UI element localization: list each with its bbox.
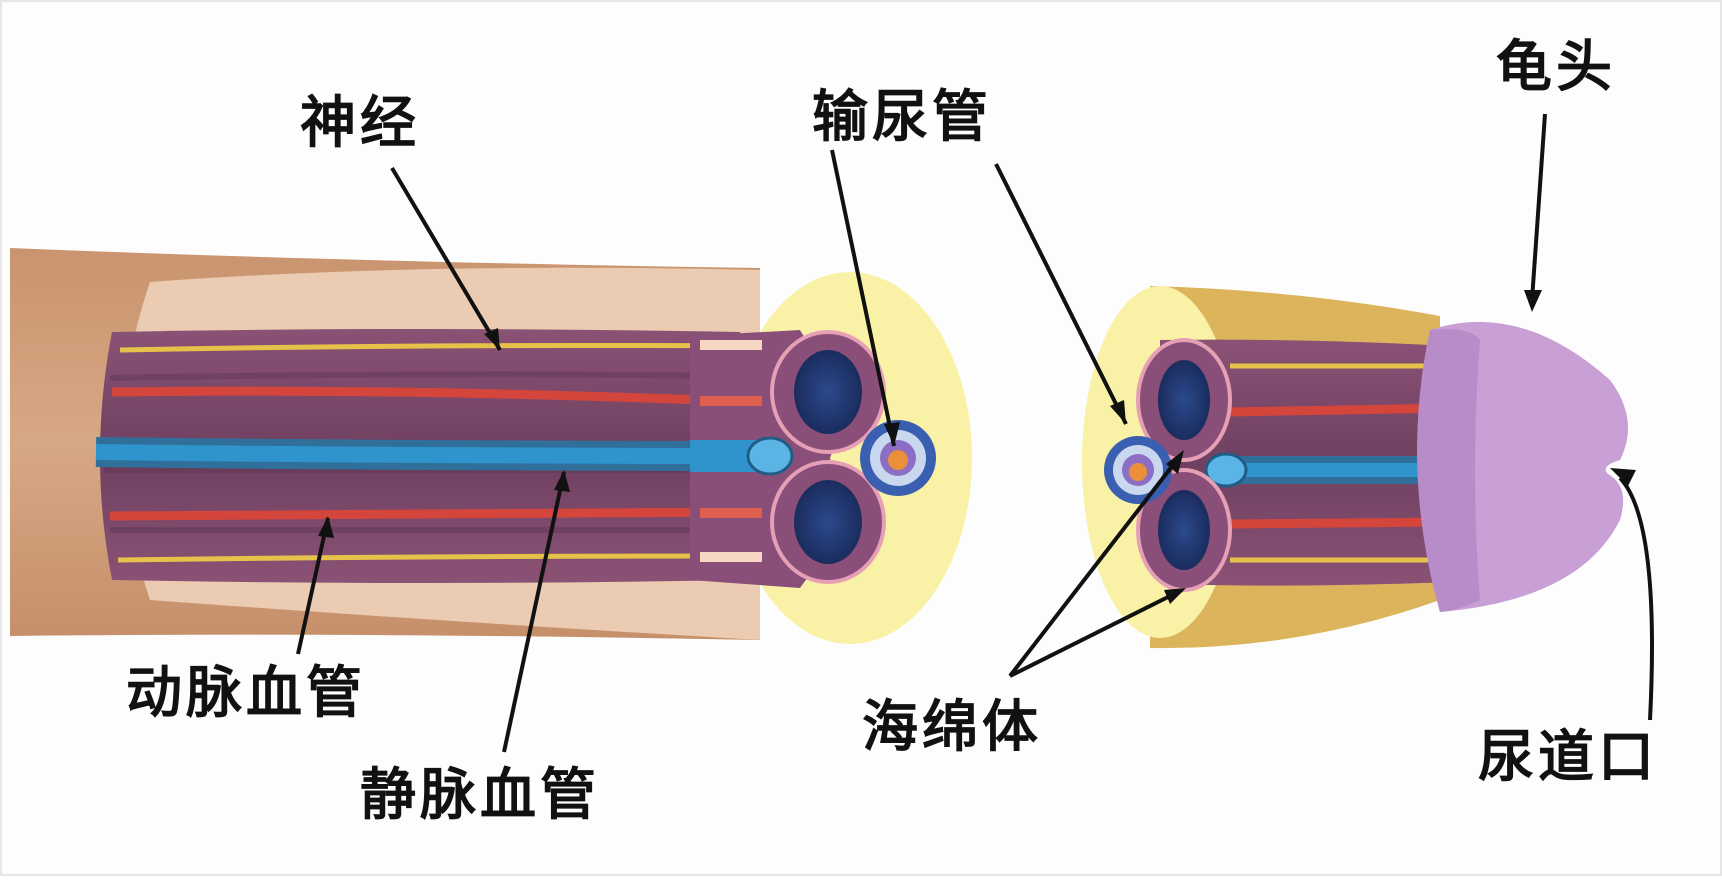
leader-nerve xyxy=(390,166,502,352)
shaft-left xyxy=(10,248,972,644)
arrowhead-meatus xyxy=(1610,468,1636,486)
label-urethral-opening: 尿道口 xyxy=(1478,725,1658,790)
nerve-end-top xyxy=(700,340,762,350)
corpus-cavernosum-top-core xyxy=(794,350,862,434)
vein-end-cap xyxy=(746,436,794,476)
arrowhead-artery xyxy=(318,516,334,538)
artery-line-top xyxy=(111,386,751,407)
urethra-lumen xyxy=(888,450,908,470)
label-vein: 静脉血管 xyxy=(360,763,600,828)
arrowhead-cavern-1 xyxy=(1166,450,1184,474)
distal-artery-top xyxy=(1229,403,1451,417)
nerve-line-top xyxy=(119,343,741,353)
vein-highlight xyxy=(95,444,771,464)
artery-line-bottom xyxy=(109,507,751,521)
glans-shade xyxy=(1417,329,1480,612)
distal-corpus-bottom-core xyxy=(1158,490,1210,570)
leader-cavern-2 xyxy=(1009,588,1183,678)
leader-glans xyxy=(1530,113,1547,301)
distal-vein-cap xyxy=(1204,452,1248,488)
distal-artery-bottom xyxy=(1229,517,1451,529)
shaft-right xyxy=(1082,286,1628,649)
arrowhead-vein xyxy=(554,470,570,492)
corpus-cavernosum-bottom-core xyxy=(794,480,862,564)
leader-lines xyxy=(296,113,1654,753)
nerve-line-bottom xyxy=(117,553,741,563)
distal-corpus-top-core xyxy=(1158,360,1210,440)
label-glans: 龟头 xyxy=(1496,35,1616,100)
label-corpus-cavernosum: 海绵体 xyxy=(862,695,1042,760)
artery-end-bottom xyxy=(700,508,762,518)
leader-cavern-1 xyxy=(1008,454,1182,678)
arrowhead-vas xyxy=(884,422,900,446)
distal-urethra-lumen xyxy=(1129,463,1147,481)
arrowhead-cavern-2 xyxy=(1164,588,1186,604)
leader-vein xyxy=(502,471,566,753)
arrowhead-vas-2 xyxy=(1110,400,1126,424)
leader-artery xyxy=(296,517,330,655)
label-artery: 动脉血管 xyxy=(126,661,366,726)
leader-vas-2 xyxy=(994,163,1128,425)
arrowhead-nerve xyxy=(484,328,500,350)
artery-end-top xyxy=(700,396,762,406)
leader-meatus xyxy=(1618,476,1654,721)
label-vas-deferens: 输尿管 xyxy=(812,85,992,150)
arrowhead-glans xyxy=(1524,290,1542,312)
nerve-end-bottom xyxy=(700,552,762,562)
label-nerve: 神经 xyxy=(300,91,420,156)
leader-vas xyxy=(830,149,896,447)
